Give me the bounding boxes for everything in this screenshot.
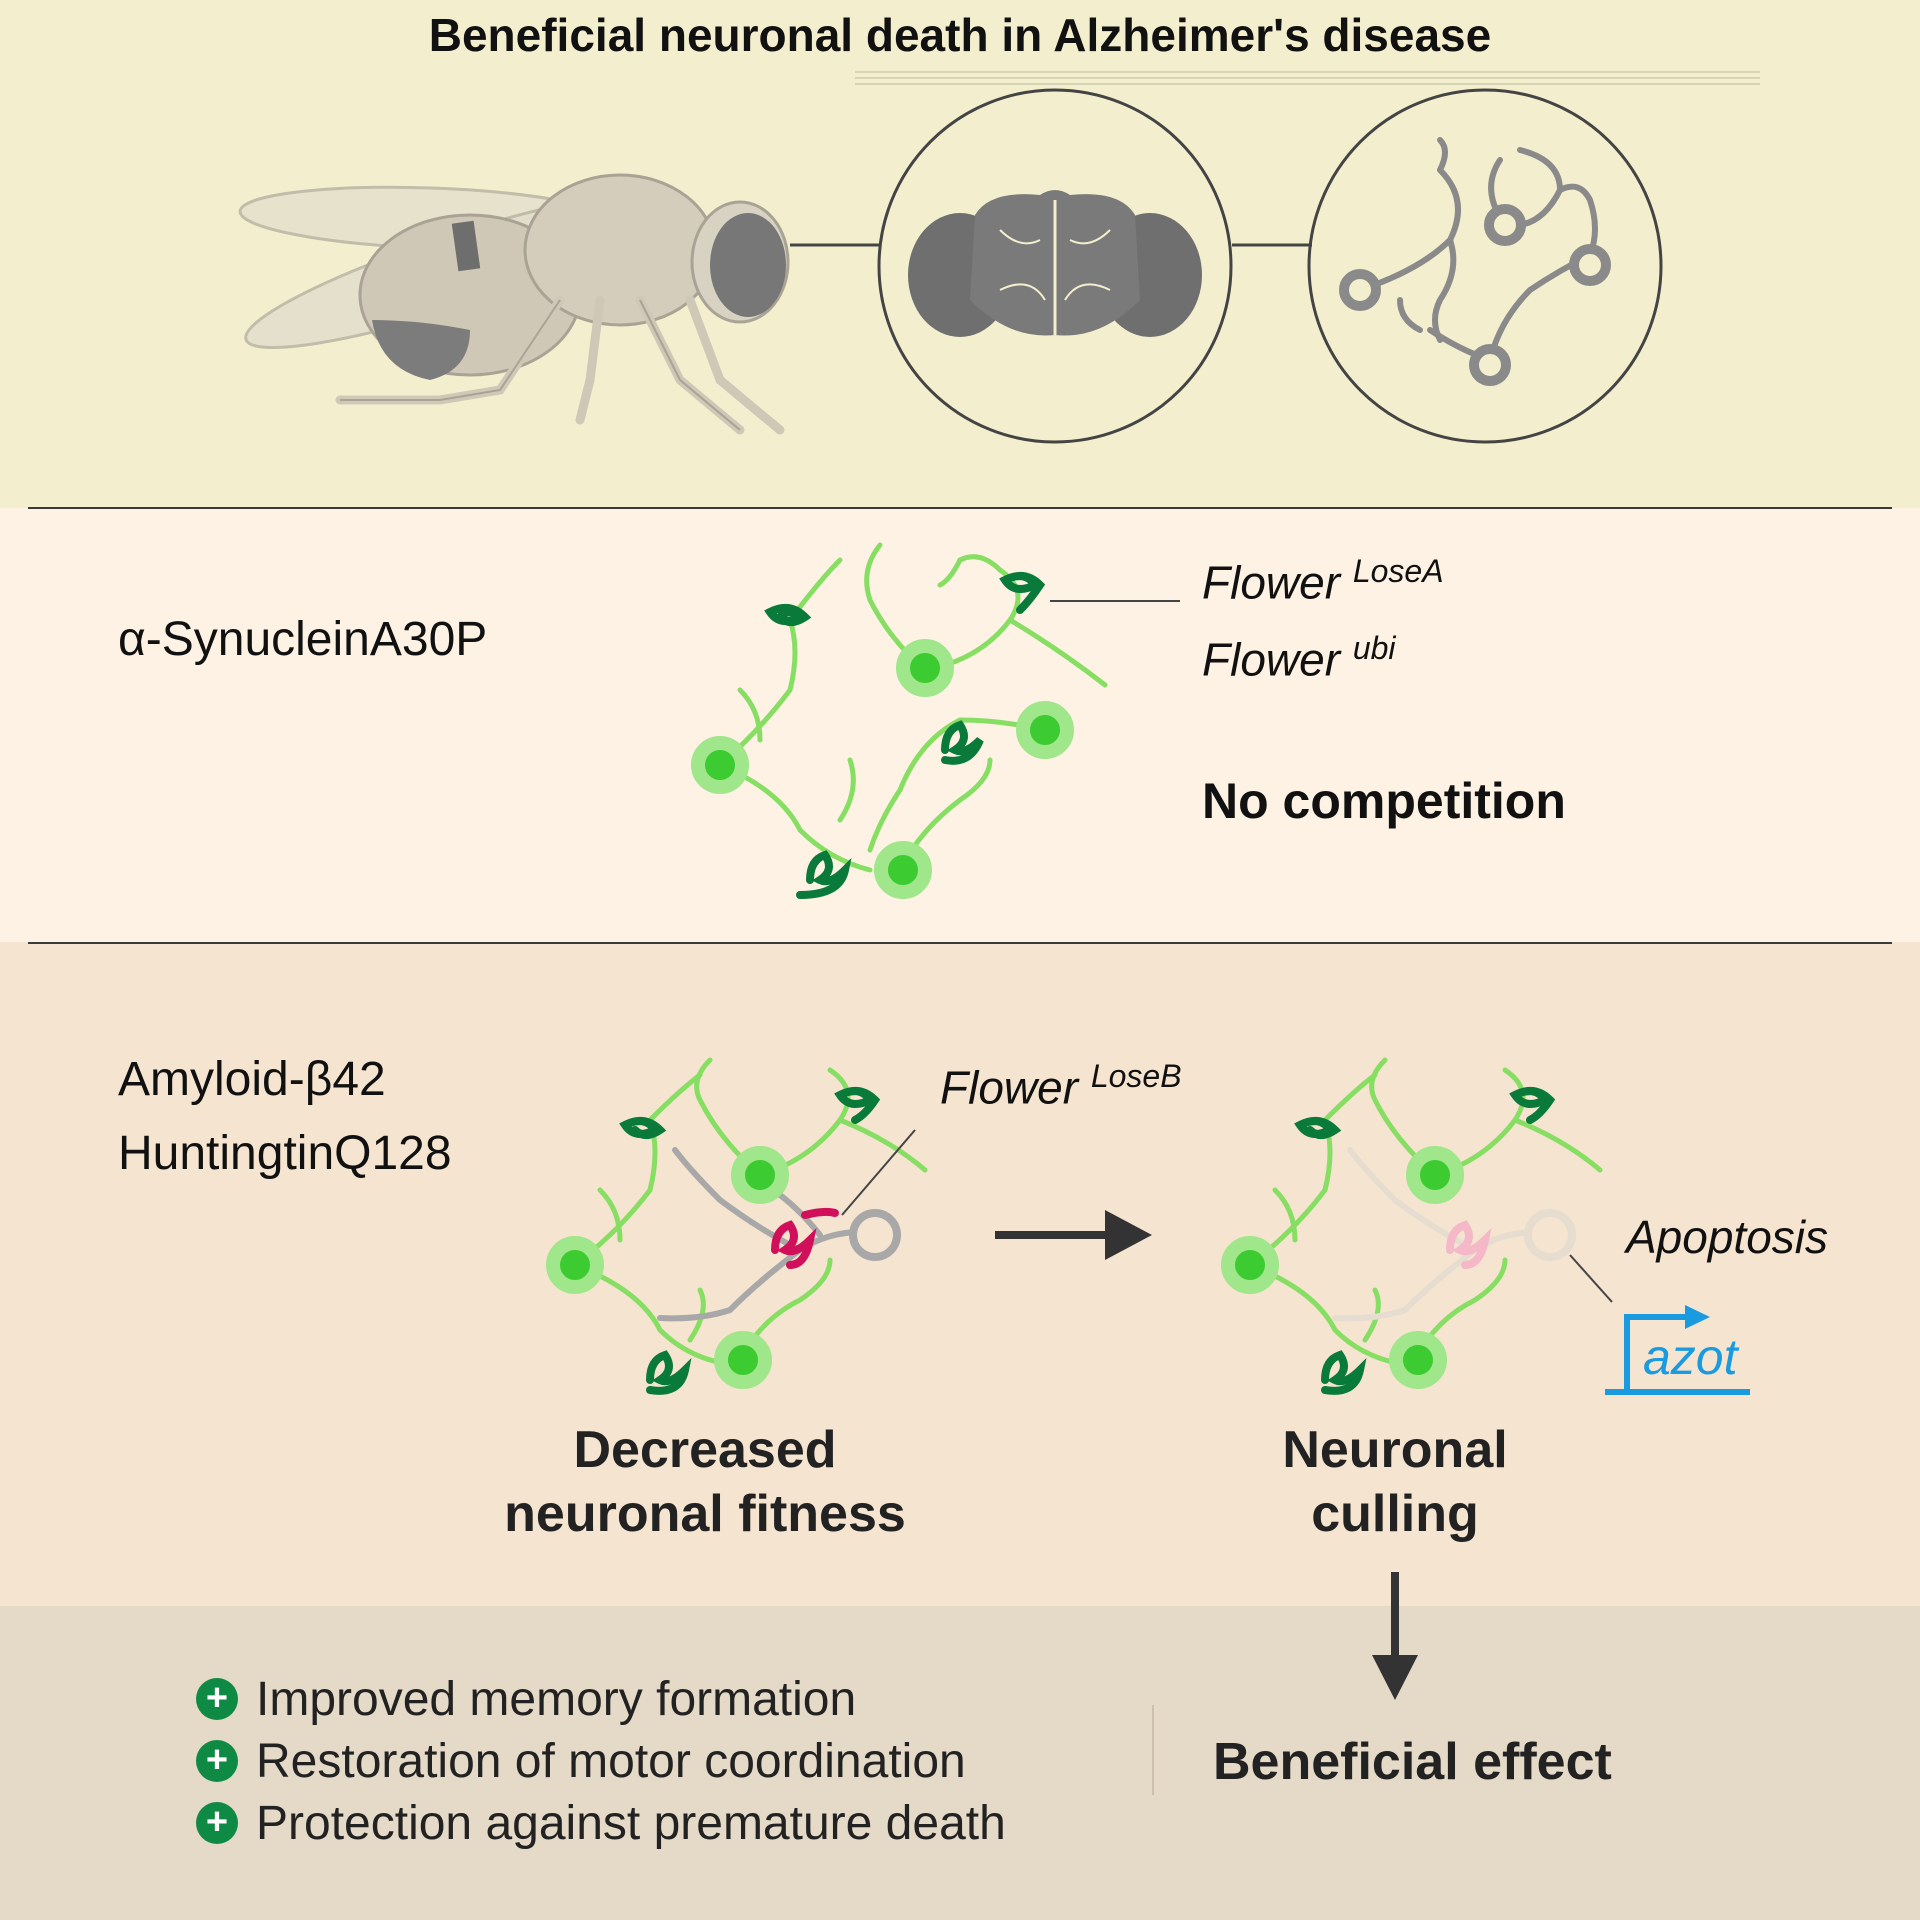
benefit-text: Improved memory formation [256, 1672, 857, 1726]
benefit-text: Protection against premature death [256, 1796, 1006, 1850]
benefit-text: Restoration of motor coordination [256, 1734, 966, 1788]
benefits-list: + Improved memory formation + Restoratio… [196, 1668, 1006, 1854]
benefit-item: + Restoration of motor coordination [196, 1730, 1006, 1792]
figure-title: Beneficial neuronal death in Alzheimer's… [428, 9, 1492, 61]
condition-synuclein: α-SynucleinA30P [118, 613, 488, 666]
caption-line-2: neuronal fitness [504, 1485, 906, 1543]
neuron-network-icon [1307, 88, 1663, 444]
flower-ubi-sup: ubi [1352, 630, 1396, 666]
condition-amyloid: Amyloid-β42 [118, 1053, 386, 1106]
flower-loseb-label: Flower LoseB [940, 1058, 1182, 1114]
flower-losea-label: Flower LoseA [1202, 553, 1444, 609]
caption-line-1: Decreased [573, 1421, 837, 1479]
condition-huntingtin: HuntingtinQ128 [118, 1127, 452, 1180]
flower-loseb-base: Flower [940, 1061, 1079, 1114]
divider-line-1 [28, 507, 1892, 509]
flower-losea-sup: LoseA [1352, 553, 1444, 589]
flower-loseb-sup: LoseB [1090, 1058, 1182, 1094]
neuronal-culling-caption: Neuronal culling [1190, 1418, 1600, 1546]
decreased-fitness-caption: Decreased neuronal fitness [450, 1418, 960, 1546]
apoptosis-label: Apoptosis [1626, 1211, 1829, 1263]
plus-circle-icon: + [196, 1678, 238, 1720]
divider-line-2 [28, 942, 1892, 944]
plus-circle-icon: + [196, 1740, 238, 1782]
benefit-item: + Protection against premature death [196, 1792, 1006, 1854]
beneficial-effect-label: Beneficial effect [1213, 1733, 1612, 1791]
azot-gene-label: azot [1643, 1329, 1738, 1385]
no-competition-label: No competition [1202, 773, 1566, 829]
panel-neuronal-culling [0, 942, 1920, 1606]
plus-circle-icon: + [196, 1802, 238, 1844]
flower-ubi-label: Flower ubi [1202, 630, 1396, 686]
brain-icon [877, 88, 1233, 444]
caption-line-2: culling [1311, 1485, 1479, 1543]
benefit-item: + Improved memory formation [196, 1668, 1006, 1730]
caption-line-1: Neuronal [1282, 1421, 1508, 1479]
fly-brain-illustration [238, 71, 1760, 444]
fruit-fly-icon [238, 173, 790, 435]
panel-beneficial-effect [0, 1606, 1920, 1920]
flower-losea-base: Flower [1202, 556, 1341, 609]
panel-no-competition [0, 508, 1920, 942]
flower-ubi-base: Flower [1202, 633, 1341, 686]
